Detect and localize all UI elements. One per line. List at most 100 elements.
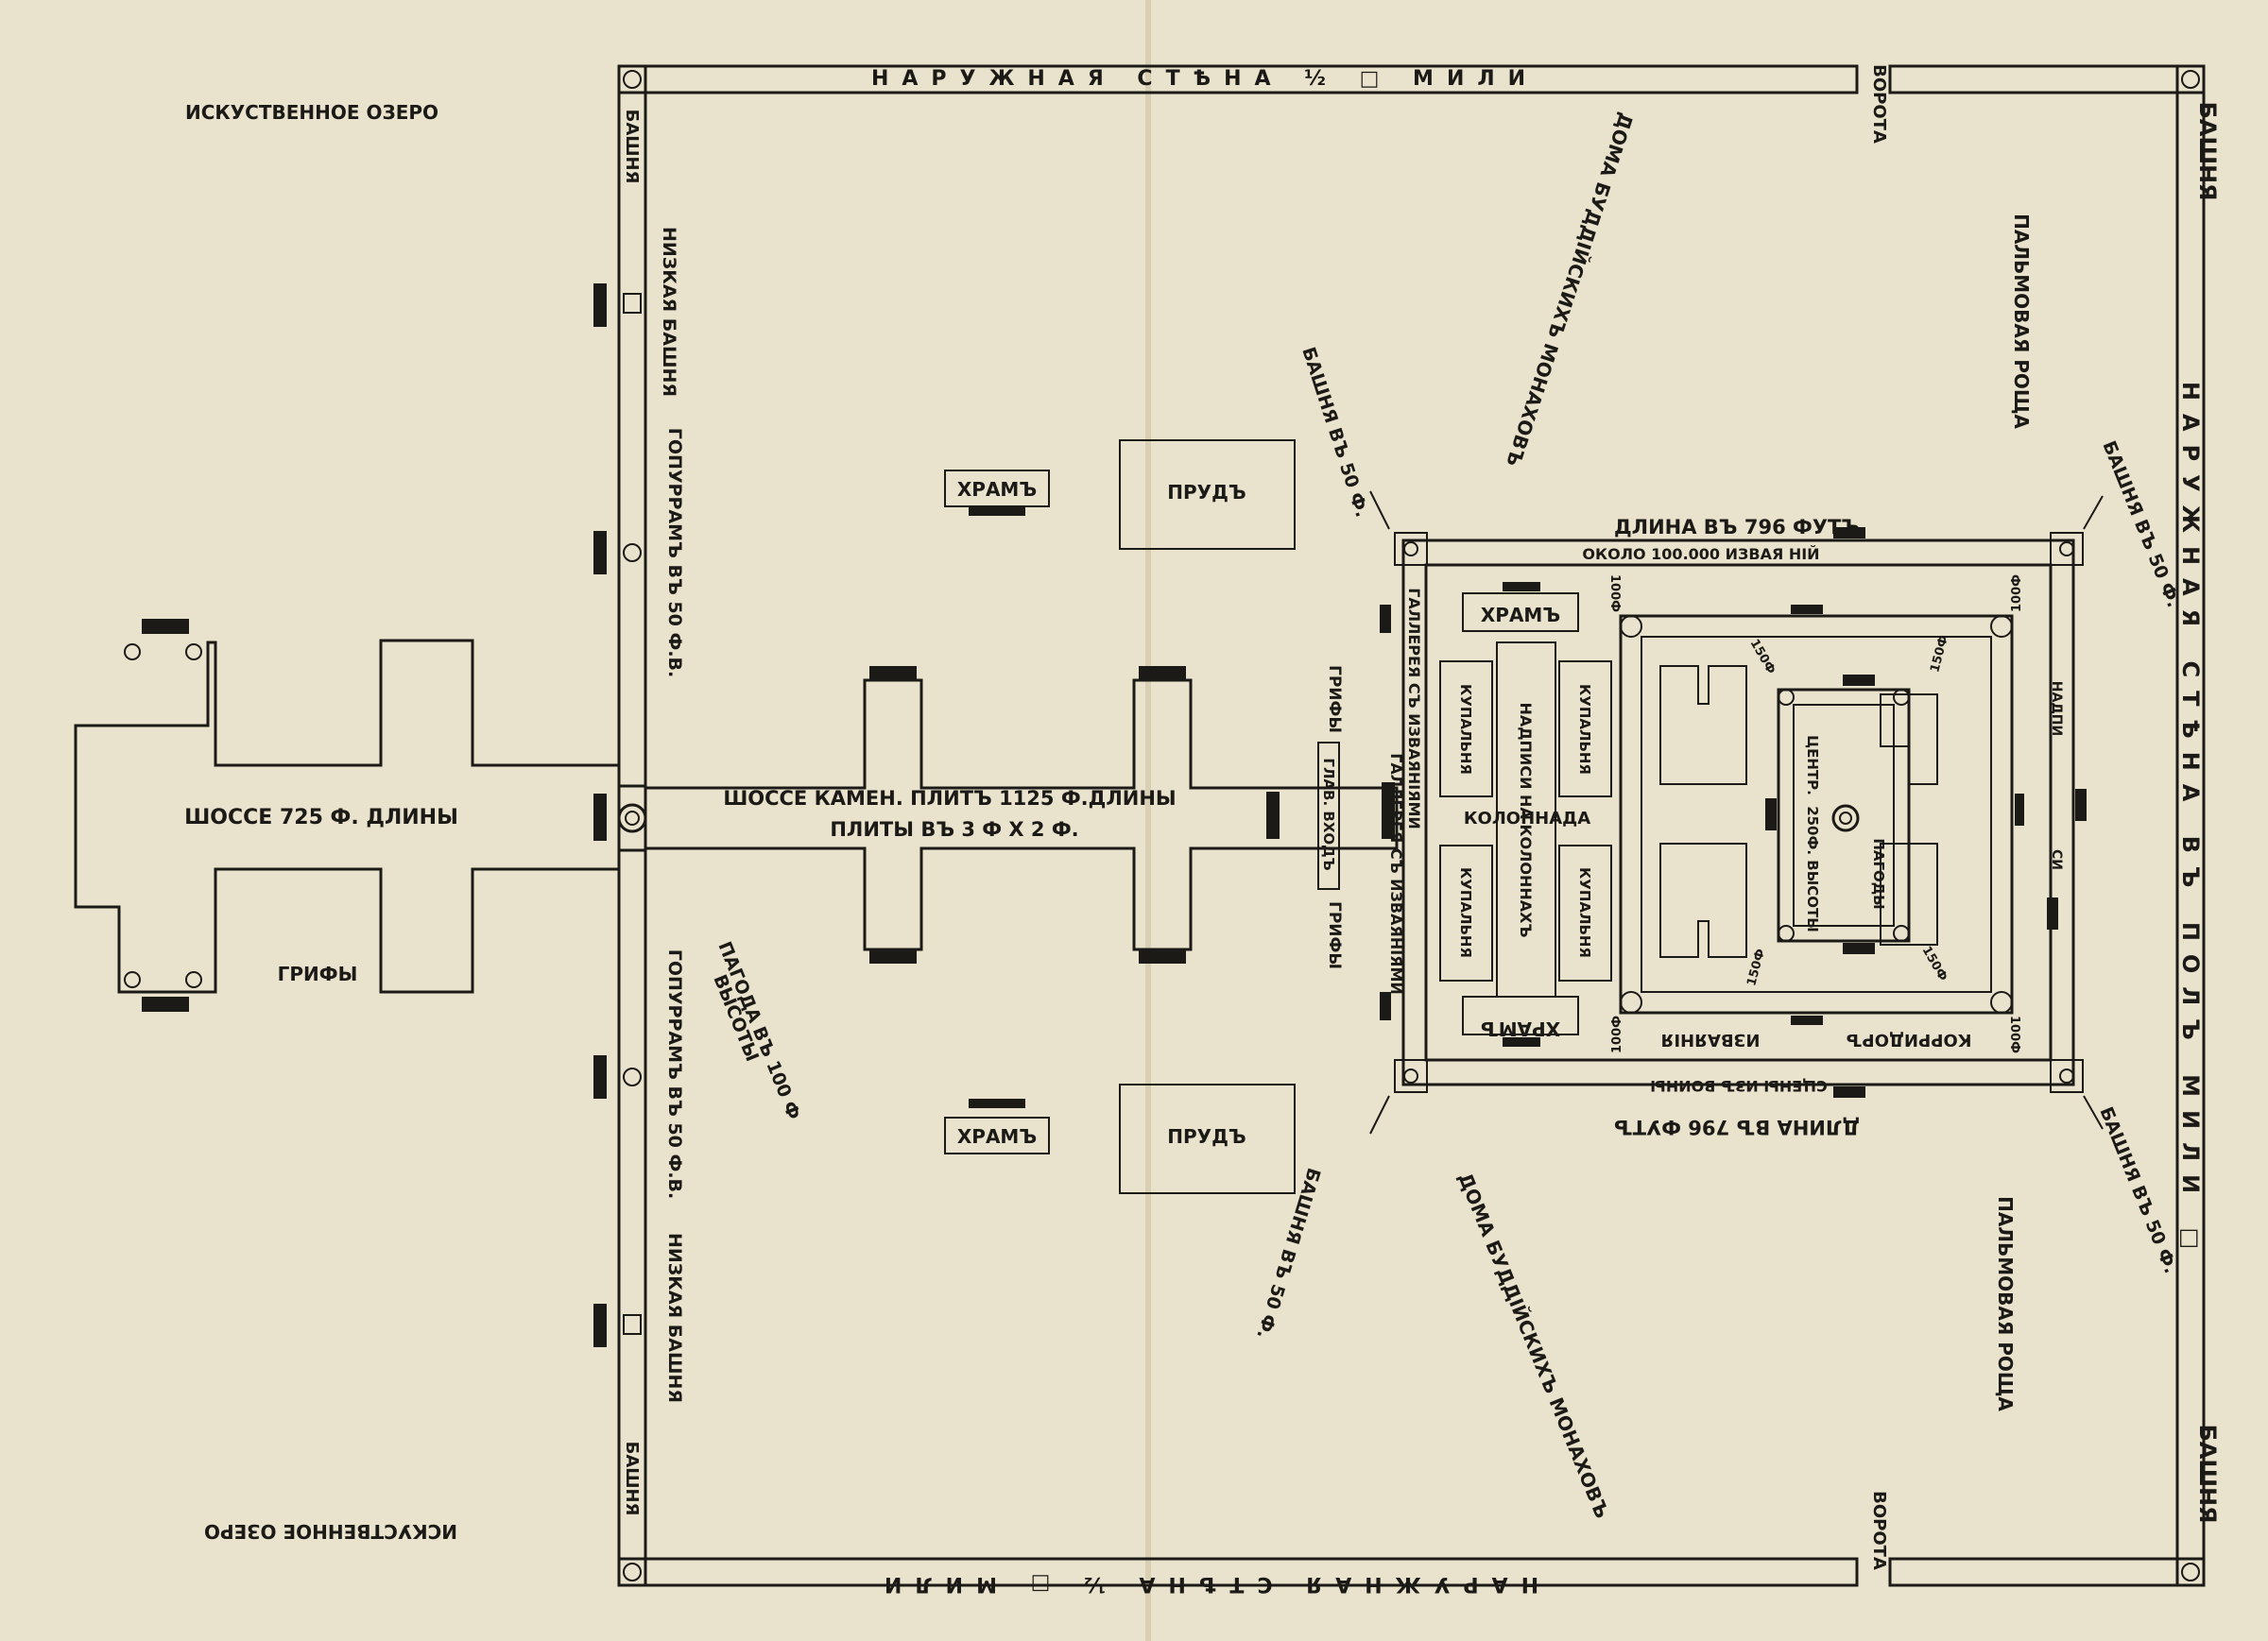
outer-wall-left-upper bbox=[617, 64, 647, 788]
corridor-gate bbox=[1791, 605, 1823, 614]
corner-tower-se bbox=[2181, 1563, 2200, 1581]
gate-top-label: ВОРОТА bbox=[1869, 64, 1889, 144]
bath-3 bbox=[1439, 845, 1493, 982]
road-label-2: ПЛИТЫ ВЪ 3 Ф Х 2 Ф. bbox=[830, 818, 1078, 841]
griffin-post bbox=[185, 971, 202, 988]
corner-tower-outer bbox=[1394, 1059, 1428, 1093]
lake-label-top: ИСКУСТВЕННОЕ ОЗЕРО bbox=[185, 101, 438, 124]
wall-tower-marker bbox=[593, 1055, 607, 1099]
corner-tower-middle bbox=[1620, 991, 1642, 1014]
gopuram-top-label: ГОПУРРАМЪ ВЪ 50 Ф.В. bbox=[664, 428, 685, 678]
niches-r2: СИ bbox=[2049, 849, 2064, 870]
corner-tower-ne bbox=[2181, 70, 2200, 89]
sanctum-corner bbox=[1893, 925, 1910, 942]
tower-50-ne: БАШНЯ ВЪ 50 Ф. bbox=[2098, 438, 2184, 610]
griffin-statue bbox=[142, 997, 189, 1012]
tower-50-top: БАШНЯ ВЪ 50 Ф. bbox=[1297, 345, 1372, 520]
sanctum-gate bbox=[1843, 675, 1875, 686]
road-griffin bbox=[869, 950, 917, 964]
outer-wall-bottom-right bbox=[1888, 1557, 2206, 1587]
bath-1-label: КУПАЛЬНЯ bbox=[1457, 684, 1474, 775]
pond-top-label: ПРУДЪ bbox=[1167, 481, 1246, 504]
tower-50-se: БАШНЯ ВЪ 50 Ф. bbox=[2095, 1104, 2181, 1276]
wall-tower-marker bbox=[593, 531, 607, 574]
corner-tower-outer bbox=[1394, 532, 1428, 566]
griffins-entry-bottom: ГРИФЫ bbox=[1325, 901, 1344, 969]
main-gate-tower-inner bbox=[625, 811, 640, 826]
outer-wall-left-lower bbox=[617, 848, 647, 1587]
gallery-gate bbox=[2075, 789, 2087, 821]
temple-inner-top-step bbox=[1503, 582, 1540, 591]
sanctum-corner bbox=[1778, 689, 1795, 706]
main-gate-marker bbox=[593, 794, 607, 841]
gallery-gate-west bbox=[1382, 782, 1395, 839]
carvings-bottom-label: СЦЕНЫ ИЗЪ ВОИНЫ bbox=[1650, 1077, 1828, 1095]
corner-tower-middle bbox=[1990, 615, 2013, 638]
tower-50-bottom: БАШНЯ ВЪ 50 Ф. bbox=[1252, 1166, 1324, 1342]
central-pagoda bbox=[1831, 804, 1860, 832]
outer-gallery-outer bbox=[1401, 538, 2075, 1086]
gallery-label-2: ГАЛЛЕРЕЯ СЪ ИЗВАЯНІЯМИ bbox=[1387, 753, 1405, 995]
tower-label-se: БАШНЯ bbox=[2194, 1424, 2221, 1523]
length-top-label: ДЛИНА ВЪ 796 ФУТЪ bbox=[1614, 516, 1860, 538]
stone-road bbox=[644, 678, 1399, 951]
courtyard-se bbox=[1880, 843, 1938, 946]
causeway-label: ШОССЕ 725 Ф. ДЛИНЫ bbox=[184, 806, 458, 829]
pond-bottom bbox=[1119, 1084, 1296, 1194]
height-250-label: 250Ф. ВЫСОТЫ bbox=[1804, 806, 1821, 932]
inner-sanctum-outer bbox=[1777, 688, 1911, 943]
gallery-gate bbox=[1380, 605, 1391, 633]
griffins-entry-top: ГРИФЫ bbox=[1325, 665, 1344, 733]
sanctum-corner bbox=[1893, 689, 1910, 706]
tower-leader bbox=[1369, 490, 1390, 530]
outer-wall-right bbox=[2175, 64, 2206, 1587]
gallery-label: ГАЛЛЕРЕЯ СЪ ИЗВАЯНІЯМИ bbox=[1405, 588, 1423, 829]
h100-se: 100Ф bbox=[2007, 1016, 2021, 1053]
sanctum-gate bbox=[1765, 798, 1777, 830]
corner-tower-dot bbox=[1403, 1068, 1418, 1084]
corner-tower-dot bbox=[1403, 541, 1418, 556]
gopuram-top bbox=[623, 543, 642, 562]
road-griffin bbox=[1139, 950, 1186, 964]
griffin-post bbox=[124, 971, 141, 988]
corridor-gate bbox=[1791, 1016, 1823, 1025]
temple-inner-bottom-label: ХРАМЪ bbox=[1481, 1017, 1560, 1040]
main-temple: ХРАМЪ ХРАМЪ ДЛИНА ВЪ 796 ФУТЪ ДЛИНА ВЪ 7… bbox=[1317, 516, 2087, 1138]
temple-inner-top bbox=[1462, 592, 1579, 632]
griffin-post bbox=[124, 643, 141, 660]
main-gate-tower bbox=[617, 803, 647, 833]
wall-tower-marker bbox=[593, 1304, 607, 1347]
bath-4 bbox=[1558, 845, 1612, 982]
gallery-gate bbox=[1833, 527, 1865, 538]
tower-leader bbox=[1369, 1095, 1390, 1135]
length-bottom-label: ДЛИНА ВЪ 796 ФУТЪ bbox=[1614, 1116, 1860, 1138]
tower-leader bbox=[2083, 495, 2104, 530]
corridor-gate bbox=[2015, 794, 2024, 826]
gopuram-bottom-label: ГОПУРРАМЪ ВЪ 50 Ф.В. bbox=[664, 949, 685, 1200]
corridor-label: КОРРИДОРЪ bbox=[1846, 1030, 1971, 1050]
temple-inner-top-label: ХРАМЪ bbox=[1481, 604, 1560, 626]
outer-gallery-inner bbox=[1424, 563, 2053, 1062]
tower-leader bbox=[2083, 1095, 2104, 1130]
h150-nw: 150Ф bbox=[1747, 637, 1778, 676]
bath-3-label: КУПАЛЬНЯ bbox=[1457, 867, 1474, 958]
corner-tower-dot bbox=[2059, 1068, 2074, 1084]
road-griffin bbox=[869, 666, 917, 679]
gopuram-bottom bbox=[623, 1068, 642, 1086]
monks-houses-top: ДОМА БУДДІЙСКИХЪ МОНАХОВЪ bbox=[1502, 110, 1638, 469]
tower-label-ne: БАШНЯ bbox=[2194, 101, 2221, 200]
tower-label-sw: БАШНЯ bbox=[622, 1442, 642, 1516]
low-tower-top bbox=[623, 293, 642, 314]
sanctum-gate bbox=[1843, 943, 1875, 954]
bath-4-label: КУПАЛЬНЯ bbox=[1576, 867, 1593, 958]
h150-se: 150Ф bbox=[1919, 944, 1950, 983]
corridor-inner bbox=[1641, 636, 1992, 993]
low-tower-bottom-label: НИЗКАЯ БАШНЯ bbox=[664, 1233, 685, 1403]
low-tower-bottom bbox=[623, 1314, 642, 1335]
corner-tower-middle bbox=[1620, 615, 1642, 638]
carvings-top-label: ОКОЛО 100.000 ИЗВАЯ НІЙ bbox=[1582, 545, 1819, 563]
h100-nw: 100Ф bbox=[1607, 574, 1622, 612]
bath-2 bbox=[1558, 660, 1612, 797]
temple-bottom-west-step bbox=[969, 1099, 1025, 1108]
